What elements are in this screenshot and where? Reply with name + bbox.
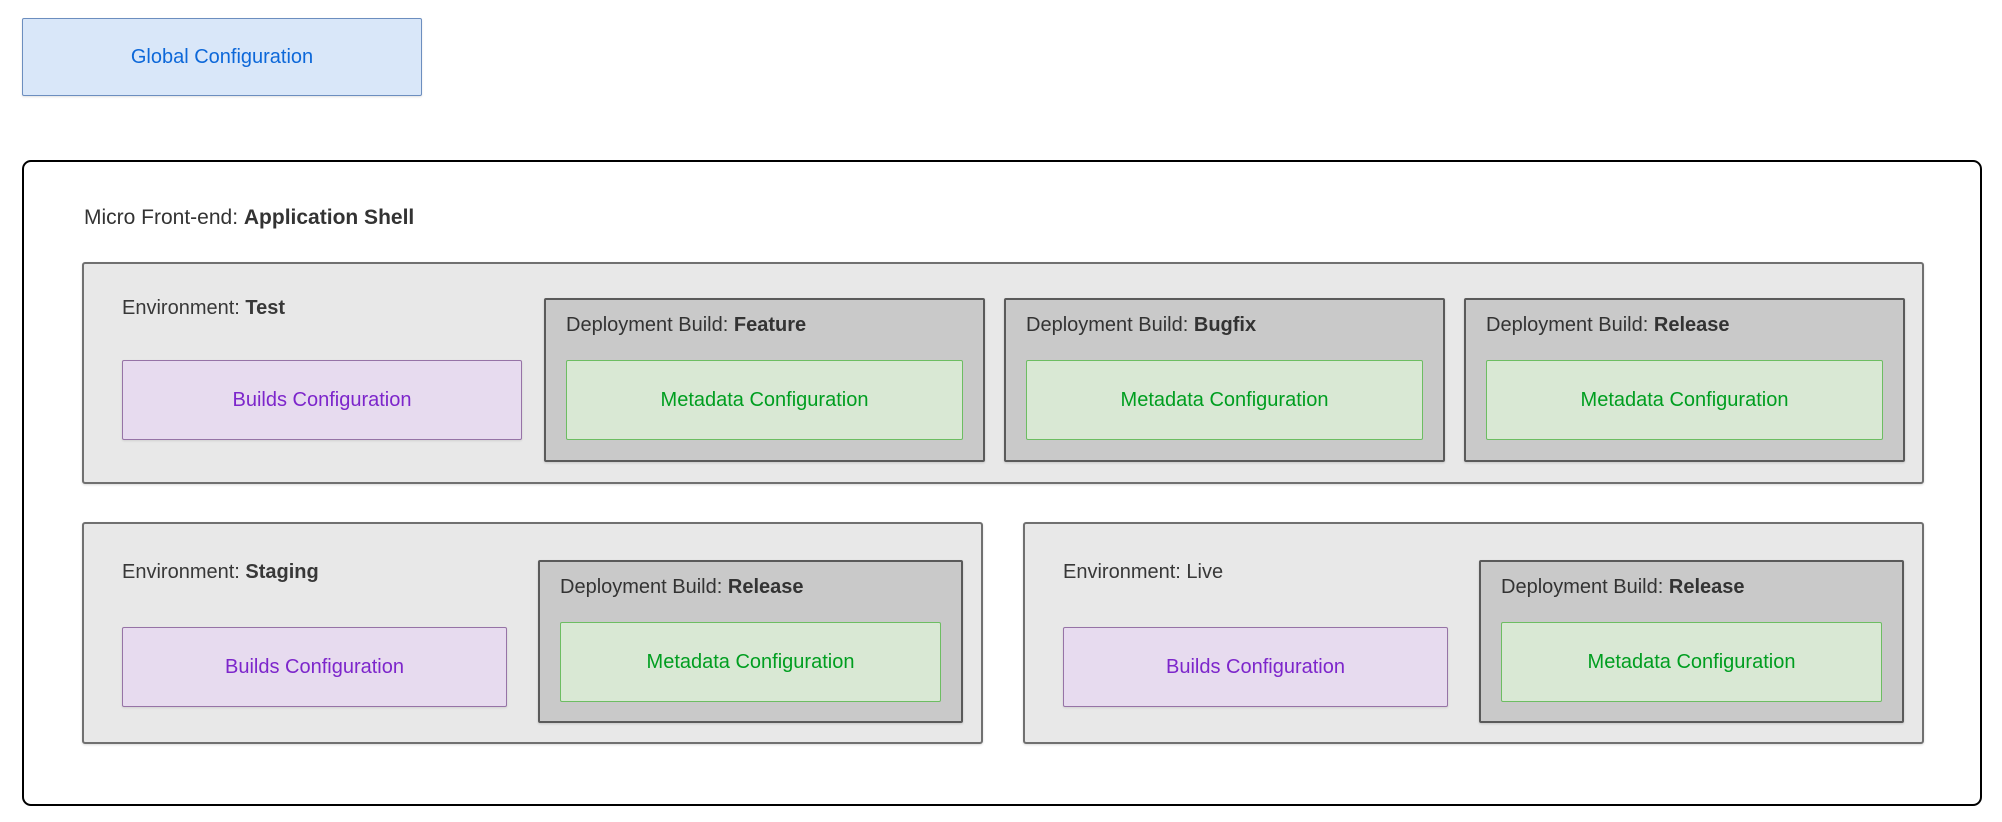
deployment-build-label-release-test: Deployment Build: Release: [1486, 313, 1883, 337]
builds-configuration-node-staging[interactable]: Builds Configuration: [122, 627, 507, 707]
deployment-builds-row-test: Deployment Build: Feature Metadata Confi…: [544, 264, 1922, 482]
environment-box-staging: Environment: Staging Builds Configuratio…: [82, 522, 983, 744]
builds-configuration-label: Builds Configuration: [232, 388, 412, 411]
deployment-label-prefix: Deployment Build:: [1486, 314, 1649, 336]
deployment-build-box-release-test: Deployment Build: Release Metadata Confi…: [1464, 298, 1905, 462]
metadata-configuration-node-bugfix[interactable]: Metadata Configuration: [1026, 360, 1423, 440]
deployment-build-label-bugfix: Deployment Build: Bugfix: [1026, 313, 1423, 337]
environment-name-test: Test: [245, 297, 286, 319]
environment-test-left-column: Environment: Test Builds Configuration: [84, 264, 544, 482]
metadata-configuration-node-release-live[interactable]: Metadata Configuration: [1501, 622, 1882, 702]
shell-title-prefix: Micro Front-end:: [84, 206, 239, 229]
deployment-build-label-release-staging: Deployment Build: Release: [560, 575, 941, 599]
environment-name-live: Live: [1186, 561, 1224, 583]
deployment-build-label-feature: Deployment Build: Feature: [566, 313, 963, 337]
deployment-build-box-release-live: Deployment Build: Release Metadata Confi…: [1479, 560, 1904, 723]
metadata-configuration-label: Metadata Configuration: [660, 388, 869, 411]
metadata-configuration-node-release-staging[interactable]: Metadata Configuration: [560, 622, 941, 702]
metadata-configuration-node-feature[interactable]: Metadata Configuration: [566, 360, 963, 440]
builds-configuration-node-test[interactable]: Builds Configuration: [122, 360, 522, 440]
deployment-label-prefix: Deployment Build:: [1501, 576, 1664, 598]
deployment-build-label-release-live: Deployment Build: Release: [1501, 575, 1882, 599]
metadata-configuration-node-release-test[interactable]: Metadata Configuration: [1486, 360, 1883, 440]
deployment-build-name-release-live: Release: [1668, 576, 1745, 598]
deployment-build-box-release-staging: Deployment Build: Release Metadata Confi…: [538, 560, 963, 723]
environment-label-prefix: Environment:: [122, 297, 240, 319]
application-shell-container: Micro Front-end: Application Shell Envir…: [22, 160, 1982, 806]
deployment-label-prefix: Deployment Build:: [566, 314, 729, 336]
environment-name-staging: Staging: [245, 561, 319, 583]
environment-label-staging: Environment: Staging: [122, 560, 981, 584]
metadata-configuration-label: Metadata Configuration: [1587, 650, 1796, 673]
deployment-build-box-feature: Deployment Build: Feature Metadata Confi…: [544, 298, 985, 462]
deployment-label-prefix: Deployment Build:: [560, 576, 723, 598]
deployment-build-name-bugfix: Bugfix: [1193, 314, 1257, 336]
environment-label-prefix: Environment:: [122, 561, 240, 583]
deployment-build-name-release-test: Release: [1653, 314, 1730, 336]
deployment-build-box-bugfix: Deployment Build: Bugfix Metadata Config…: [1004, 298, 1445, 462]
metadata-configuration-label: Metadata Configuration: [1120, 388, 1329, 411]
deployment-label-prefix: Deployment Build:: [1026, 314, 1189, 336]
environment-label-live: Environment: Live: [1063, 560, 1922, 584]
shell-title-name: Application Shell: [243, 206, 415, 229]
environment-label-prefix: Environment:: [1063, 561, 1181, 583]
global-configuration-label: Global Configuration: [130, 45, 314, 68]
metadata-configuration-label: Metadata Configuration: [1580, 388, 1789, 411]
builds-configuration-label: Builds Configuration: [1166, 655, 1345, 678]
builds-configuration-label: Builds Configuration: [225, 655, 404, 678]
deployment-build-name-release-staging: Release: [727, 576, 804, 598]
environment-box-live: Environment: Live Builds Configuration D…: [1023, 522, 1924, 744]
deployment-build-name-feature: Feature: [733, 314, 807, 336]
builds-configuration-node-live[interactable]: Builds Configuration: [1063, 627, 1448, 707]
global-configuration-node[interactable]: Global Configuration: [22, 18, 422, 96]
environment-box-test: Environment: Test Builds Configuration D…: [82, 262, 1924, 484]
environments-bottom-row: Environment: Staging Builds Configuratio…: [82, 522, 1924, 744]
metadata-configuration-label: Metadata Configuration: [646, 650, 855, 673]
shell-title: Micro Front-end: Application Shell: [84, 206, 1924, 230]
environment-label-test: Environment: Test: [122, 296, 544, 320]
